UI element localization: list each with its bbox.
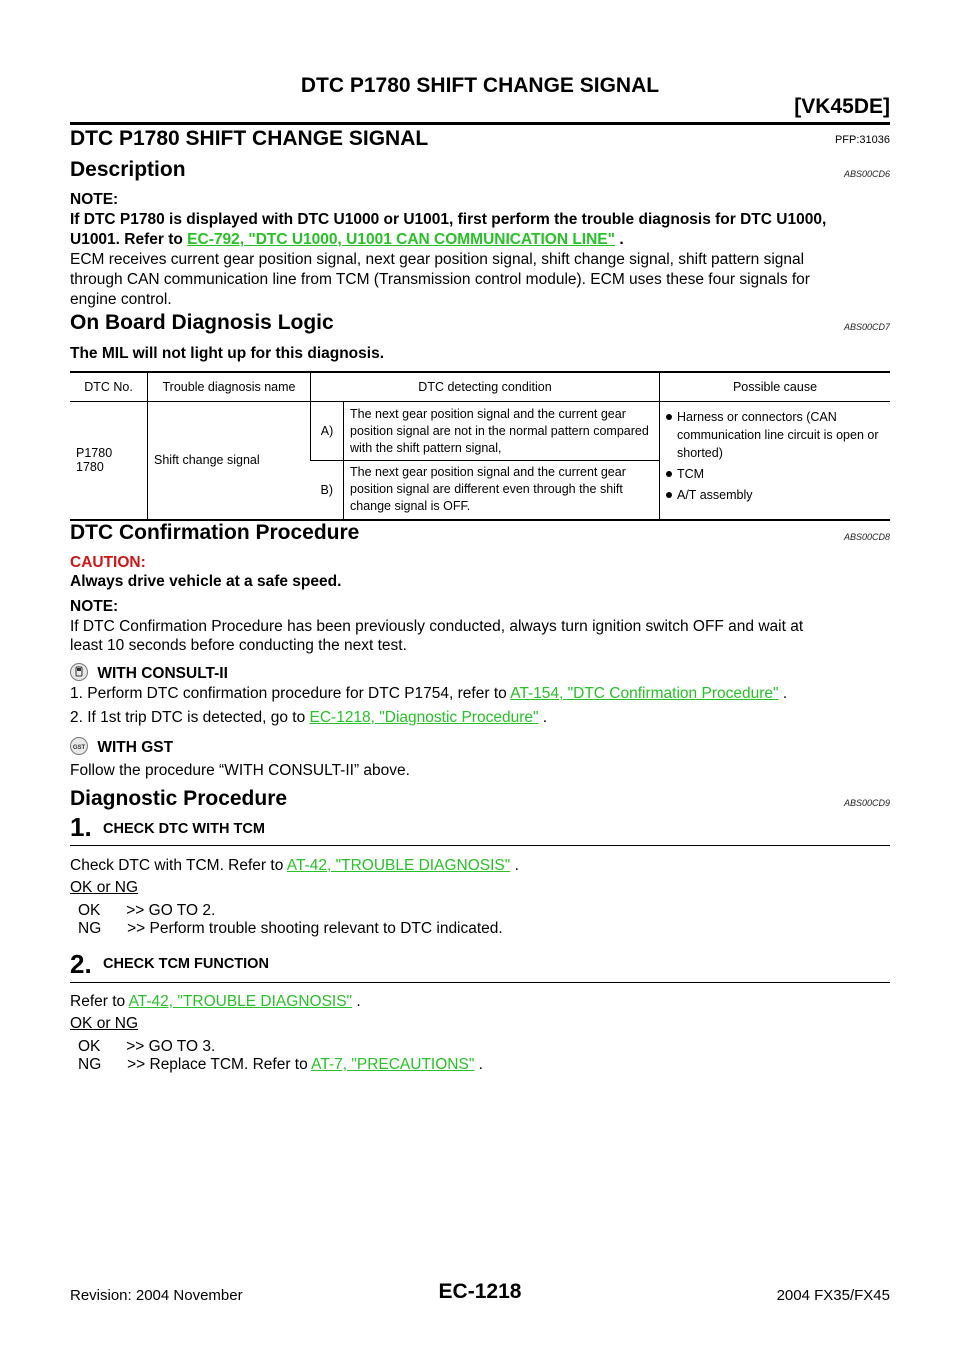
description-body-line1: ECM receives current gear position signa… [70,251,805,268]
description-note-line2: U1001. Refer to EC-792, "DTC U1000, U100… [70,230,890,250]
cond-a-label: A) [310,401,344,461]
consult-step-1: 1. Perform DTC confirmation procedure fo… [70,685,788,702]
gst-text: Follow the procedure “WITH CONSULT-II” a… [70,762,410,779]
col-dtc-no: DTC No. [70,371,148,402]
step-2-ok: OK >> GO TO 3. [78,1038,216,1055]
description-code: ABS00CD6 [843,169,890,179]
confirmation-code: ABS00CD8 [843,532,890,542]
step-2-title: CHECK TCM FUNCTION [103,956,269,972]
step-1-rule [70,845,890,846]
confirmation-note-label: NOTE: [70,598,119,615]
running-header-title: DTC P1780 SHIFT CHANGE SIGNAL [300,74,660,97]
gst-heading-row: GST WITH GST [70,737,890,758]
caution-label: CAUTION: [70,554,146,571]
confirmation-note-line2: least 10 seconds before conducting the n… [70,637,407,654]
mil-note: The MIL will not light up for this diagn… [70,345,385,362]
step-1-title: CHECK DTC WITH TCM [103,821,265,837]
confirmation-heading: DTC Confirmation Procedure [70,521,360,544]
svg-text:GST: GST [73,745,86,751]
dtc-no-cell: P1780 1780 [70,401,148,521]
footer-model: 2004 FX35/FX45 [776,1287,890,1304]
link-at-154[interactable]: AT-154, "DTC Confirmation Procedure" [510,685,779,702]
pfp-code: PFP:31036 [834,134,890,146]
cond-a-text: The next gear position signal and the cu… [343,401,660,461]
description-note-label: NOTE: [70,191,119,208]
confirmation-note-line1: If DTC Confirmation Procedure has been p… [70,618,804,635]
description-heading: Description [70,158,186,181]
step-1-text: Check DTC with TCM. Refer to AT-42, "TRO… [70,857,519,874]
step-2-rule [70,982,890,983]
link-at-42[interactable]: AT-42, "TROUBLE DIAGNOSIS" [128,993,353,1010]
col-trouble-name: Trouble diagnosis name [147,371,311,402]
footer-page-number: EC-1218 [438,1280,522,1303]
dtc-table: DTC No. Trouble diagnosis name DTC detec… [70,371,890,521]
link-ec-792[interactable]: EC-792, "DTC U1000, U1001 CAN COMMUNICAT… [187,231,615,248]
step-2-ng: NG >> Replace TCM. Refer to AT-7, "PRECA… [78,1056,483,1073]
obd-code: ABS00CD7 [843,322,890,332]
cond-b-text: The next gear position signal and the cu… [343,460,660,521]
caution-text: Always drive vehicle at a safe speed. [70,573,342,590]
step-2-text: Refer to AT-42, "TROUBLE DIAGNOSIS" . [70,993,361,1010]
cause-item: TCM [666,465,884,483]
table-row: B) The next gear position signal and the… [70,460,890,521]
step-1-number: 1. [70,812,92,842]
cond-b-label: B) [310,460,344,521]
diagnostic-heading: Diagnostic Procedure [70,787,288,810]
diagnostic-code: ABS00CD9 [843,798,890,808]
link-ec-1218[interactable]: EC-1218, "Diagnostic Procedure" [309,709,539,726]
possible-cause-cell: Harness or connectors (CAN communication… [659,401,890,521]
description-note-line1: If DTC P1780 is displayed with DTC U1000… [70,211,827,228]
cause-item: A/T assembly [666,486,884,504]
consult-icon [70,663,88,681]
cause-item: Harness or connectors (CAN communication… [666,408,884,462]
note-period: . [619,231,624,248]
col-possible-cause: Possible cause [659,371,890,402]
obd-heading: On Board Diagnosis Logic [70,311,334,334]
trouble-name-cell: Shift change signal [147,401,311,521]
step-1-ng: NG >> Perform trouble shooting relevant … [78,920,503,937]
footer-revision: Revision: 2004 November [70,1287,243,1304]
consult-step-2: 2. If 1st trip DTC is detected, go to EC… [70,709,548,726]
engine-model-tag: [VK45DE] [794,95,890,118]
step-1-ok-ng: OK or NG [70,879,139,896]
note-refer-text: U1001. Refer to [70,231,183,248]
link-at-42[interactable]: AT-42, "TROUBLE DIAGNOSIS" [286,857,511,874]
consult-heading-row: WITH CONSULT-II [70,663,890,684]
gst-icon: GST [70,737,88,755]
dtc-no-1780: 1780 [76,460,104,475]
gst-heading: WITH GST [97,739,174,756]
section-title: DTC P1780 SHIFT CHANGE SIGNAL [70,127,429,150]
description-body-line2: through CAN communication line from TCM … [70,271,810,288]
col-detecting-condition: DTC detecting condition [310,371,660,402]
dtc-no-p1780: P1780 [76,446,113,461]
table-row: P1780 1780 Shift change signal A) The ne… [70,401,890,521]
step-2-ok-ng: OK or NG [70,1015,139,1032]
step-2-number: 2. [70,949,92,979]
description-body-line3: engine control. [70,291,172,308]
link-at-7[interactable]: AT-7, "PRECAUTIONS" [311,1056,475,1073]
dtc-table-header: DTC No. Trouble diagnosis name DTC detec… [70,371,890,402]
step-1-ok: OK >> GO TO 2. [78,902,216,919]
consult-heading: WITH CONSULT-II [97,665,228,682]
header-rule [70,122,890,125]
